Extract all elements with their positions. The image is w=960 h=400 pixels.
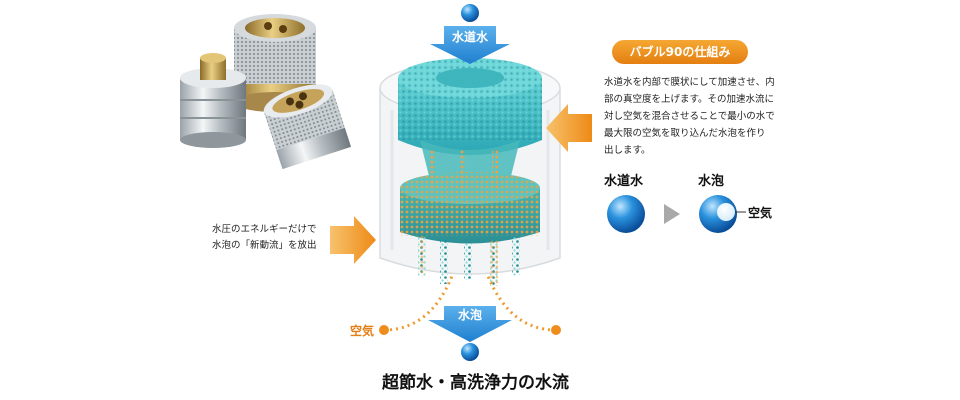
left-note-line: 水泡の「新動流」を放出: [212, 240, 317, 251]
air-point-left: [379, 325, 389, 335]
triangle-arrow-icon: [664, 204, 680, 224]
description-line: 最大限の空気を取り込んだ水泡を作り: [604, 128, 766, 139]
left-arrow-icon: [546, 104, 592, 152]
bubble-arrow-label: 水泡: [457, 308, 482, 322]
down-arrow-icon: [428, 306, 512, 342]
water-drop-icon: [461, 343, 479, 361]
mechanism-description: 水道水を内部で膜状にして加速させ、内 部の真空度を上げます。その加速水流に 対し…: [604, 74, 775, 159]
description-line: 部の真空度を上げます。その加速水流に: [604, 94, 775, 105]
water-drop-icon: [461, 4, 479, 22]
air-label: 空気: [350, 324, 375, 338]
bottom-caption: 超節水・高洗浄力の水流: [382, 373, 569, 393]
mechanism-title-badge: バブル90の仕組み: [612, 40, 748, 64]
left-note: 水圧のエネルギーだけで 水泡の「新動流」を放出: [212, 222, 317, 254]
right-arrow-icon: [330, 216, 376, 264]
description-line: 出します。: [604, 145, 651, 156]
lower-mixing-chamber: [400, 150, 540, 286]
left-note-line: 水圧のエネルギーだけで: [212, 224, 317, 235]
air-point-right: [551, 325, 561, 335]
nozzle-photo: [180, 14, 352, 170]
legend-air-label: 空気: [748, 206, 773, 220]
legend-bubble-label: 水泡: [698, 174, 725, 189]
air-flow-lines: [383, 275, 557, 332]
description-line: 水道水を内部で膜状にして加速させ、内: [604, 77, 775, 88]
water-drop-icon: [607, 195, 645, 233]
down-arrow-icon: [430, 26, 510, 64]
description-line: 対し空気を混合させることで最小の水で: [604, 111, 775, 122]
legend-water-label: 水道水: [604, 174, 644, 189]
tap-water-arrow-label: 水道水: [451, 30, 488, 44]
